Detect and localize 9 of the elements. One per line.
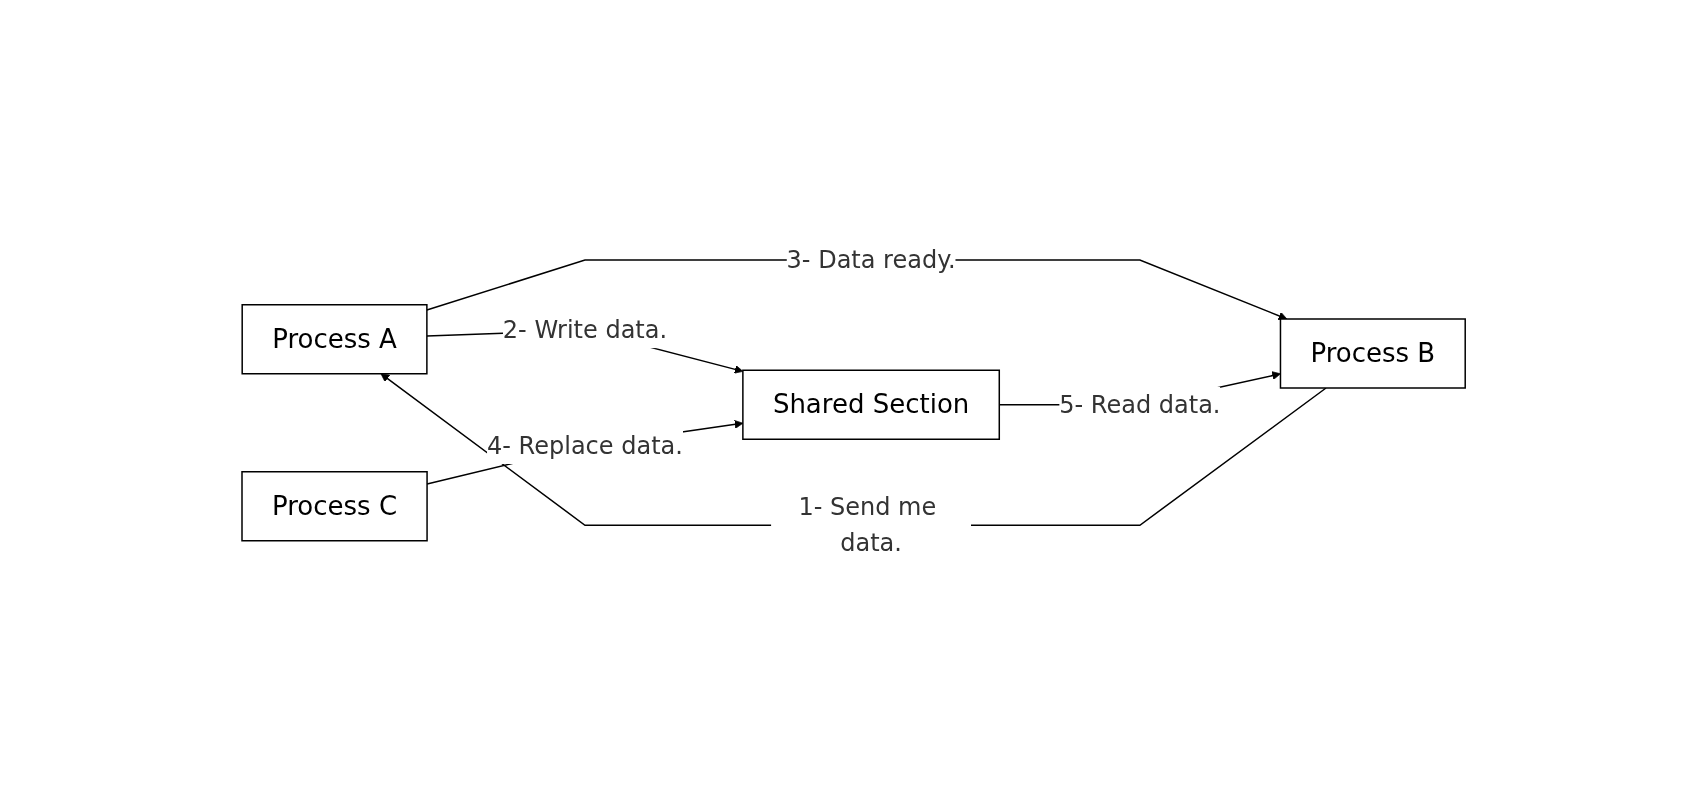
edge-label: 1- Send me data. [798,493,937,558]
edge-label: 4- Replace data. [486,431,683,460]
edge-label: 3- Data ready. [786,245,956,274]
edge-label: 5- Read data. [1059,390,1221,419]
node-box: Shared Section [742,369,1000,440]
node-box: Process A [241,303,428,375]
edge-label: 2- Write data. [502,316,667,345]
node-box: Process C [241,470,428,542]
node-box: Process B [1279,318,1466,389]
